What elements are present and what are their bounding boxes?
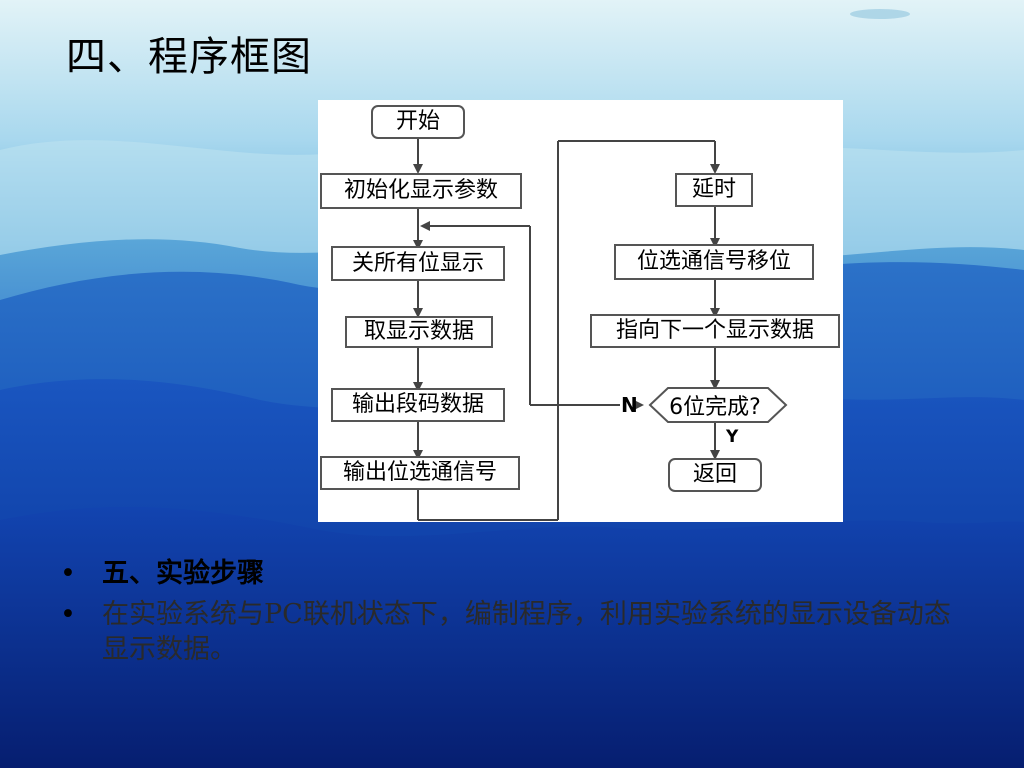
return-box: 返回 (668, 458, 762, 492)
yes-label: Y (726, 427, 739, 447)
delay-box: 延时 (675, 173, 753, 207)
decision-label: 6位完成? (669, 395, 761, 420)
init-display-box: 初始化显示参数 (320, 173, 522, 209)
slide-title: 四、程序框图 (66, 34, 312, 80)
bullet-marker: • (60, 599, 76, 630)
fetch-data-box: 取显示数据 (345, 316, 493, 348)
next-data-box: 指向下一个显示数据 (590, 314, 840, 348)
no-label: N (621, 393, 638, 417)
bullet-list: • 五、实验步骤 • 在实验系统与PC联机状态下，编制程序，利用实验系统的显示设… (56, 556, 956, 673)
output-segment-box: 输出段码数据 (331, 388, 505, 422)
bullet-item: • 在实验系统与PC联机状态下，编制程序，利用实验系统的显示设备动态显示数据。 (56, 597, 956, 667)
start-box: 开始 (371, 105, 465, 139)
decision-diamond (648, 387, 788, 423)
bullet-text: 在实验系统与PC联机状态下，编制程序，利用实验系统的显示设备动态显示数据。 (102, 599, 951, 665)
flowchart-connectors (413, 138, 788, 521)
all-off-box: 关所有位显示 (331, 246, 505, 281)
bullet-text: 五、实验步骤 (102, 558, 264, 589)
output-select-box: 输出位选通信号 (320, 456, 520, 490)
shift-select-box: 位选通信号移位 (614, 244, 814, 280)
bullet-item: • 五、实验步骤 (56, 556, 956, 591)
flowchart: 开始 初始化显示参数 关所有位显示 取显示数据 输出段码数据 输出位选通信号 延… (318, 100, 843, 522)
bullet-marker: • (60, 558, 76, 589)
